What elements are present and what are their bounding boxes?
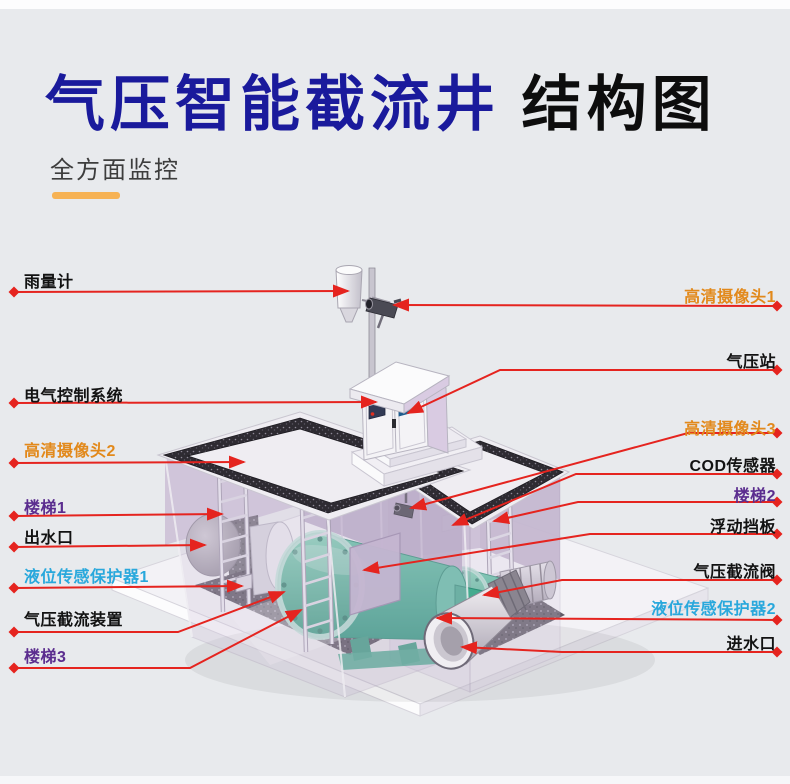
page-title-main: 气压智能截流井: [45, 71, 500, 138]
hd-camera-1-device: [365, 297, 402, 329]
leader-pneumatic-station: [406, 364, 783, 414]
leader-inlet: [460, 641, 783, 658]
leader-rain-gauge: [8, 284, 350, 298]
label-cod-sensor: COD传感器: [689, 458, 776, 475]
leader-outlet: [8, 538, 207, 553]
label-hd-camera-2: 高清摄像头2: [24, 443, 116, 460]
leader-hd-camera-2: [8, 455, 246, 469]
leader-stairs-3: [8, 609, 303, 674]
cabinet-door-handle: [392, 419, 396, 428]
leader-stairs-2: [492, 496, 783, 525]
label-level-sensor-1: 液位传感保护器1: [24, 569, 149, 586]
leader-electric-control: [8, 395, 378, 409]
label-stairs-1: 楼梯1: [24, 500, 67, 517]
label-stairs-2: 楼梯2: [733, 488, 776, 505]
label-outlet: 出水口: [24, 530, 74, 547]
label-inlet: 进水口: [726, 636, 776, 653]
label-pneumatic-station: 气压站: [726, 354, 776, 371]
leader-floating-baffle: [362, 528, 783, 575]
label-rain-gauge: 雨量计: [24, 274, 74, 291]
control-cabinet: [348, 361, 451, 461]
leader-level-sensor-2: [435, 611, 783, 626]
label-level-sensor-2: 液位传感保护器2: [651, 601, 776, 618]
page-title: 气压智能截流井 结构图: [45, 56, 717, 143]
leader-stairs-1: [8, 507, 224, 522]
page-subtitle: 全方面监控: [50, 157, 180, 184]
hd-camera-3-device: [393, 492, 415, 519]
label-floating-baffle: 浮动挡板: [709, 519, 776, 536]
label-hd-camera-3: 高清摄像头3: [684, 421, 776, 438]
label-interception-valve: 气压截流阀: [693, 564, 776, 581]
bottom-white-strip: [0, 776, 790, 784]
label-hd-camera-1: 高清摄像头1: [684, 289, 776, 306]
leader-lines: [8, 284, 783, 674]
accent-underline: [52, 192, 120, 199]
leader-level-sensor-1: [8, 579, 244, 594]
leader-hd-camera-1: [392, 298, 783, 312]
top-white-strip: [0, 0, 790, 9]
page-title-suffix: 结构图: [500, 71, 717, 138]
label-electric-control-system: 电气控制系统: [24, 388, 124, 405]
rain-gauge-device: [335, 265, 373, 323]
leader-interception-valve: [482, 574, 783, 599]
label-interception-device: 气压截流装置: [24, 612, 124, 629]
label-stairs-3: 楼梯3: [24, 649, 67, 666]
